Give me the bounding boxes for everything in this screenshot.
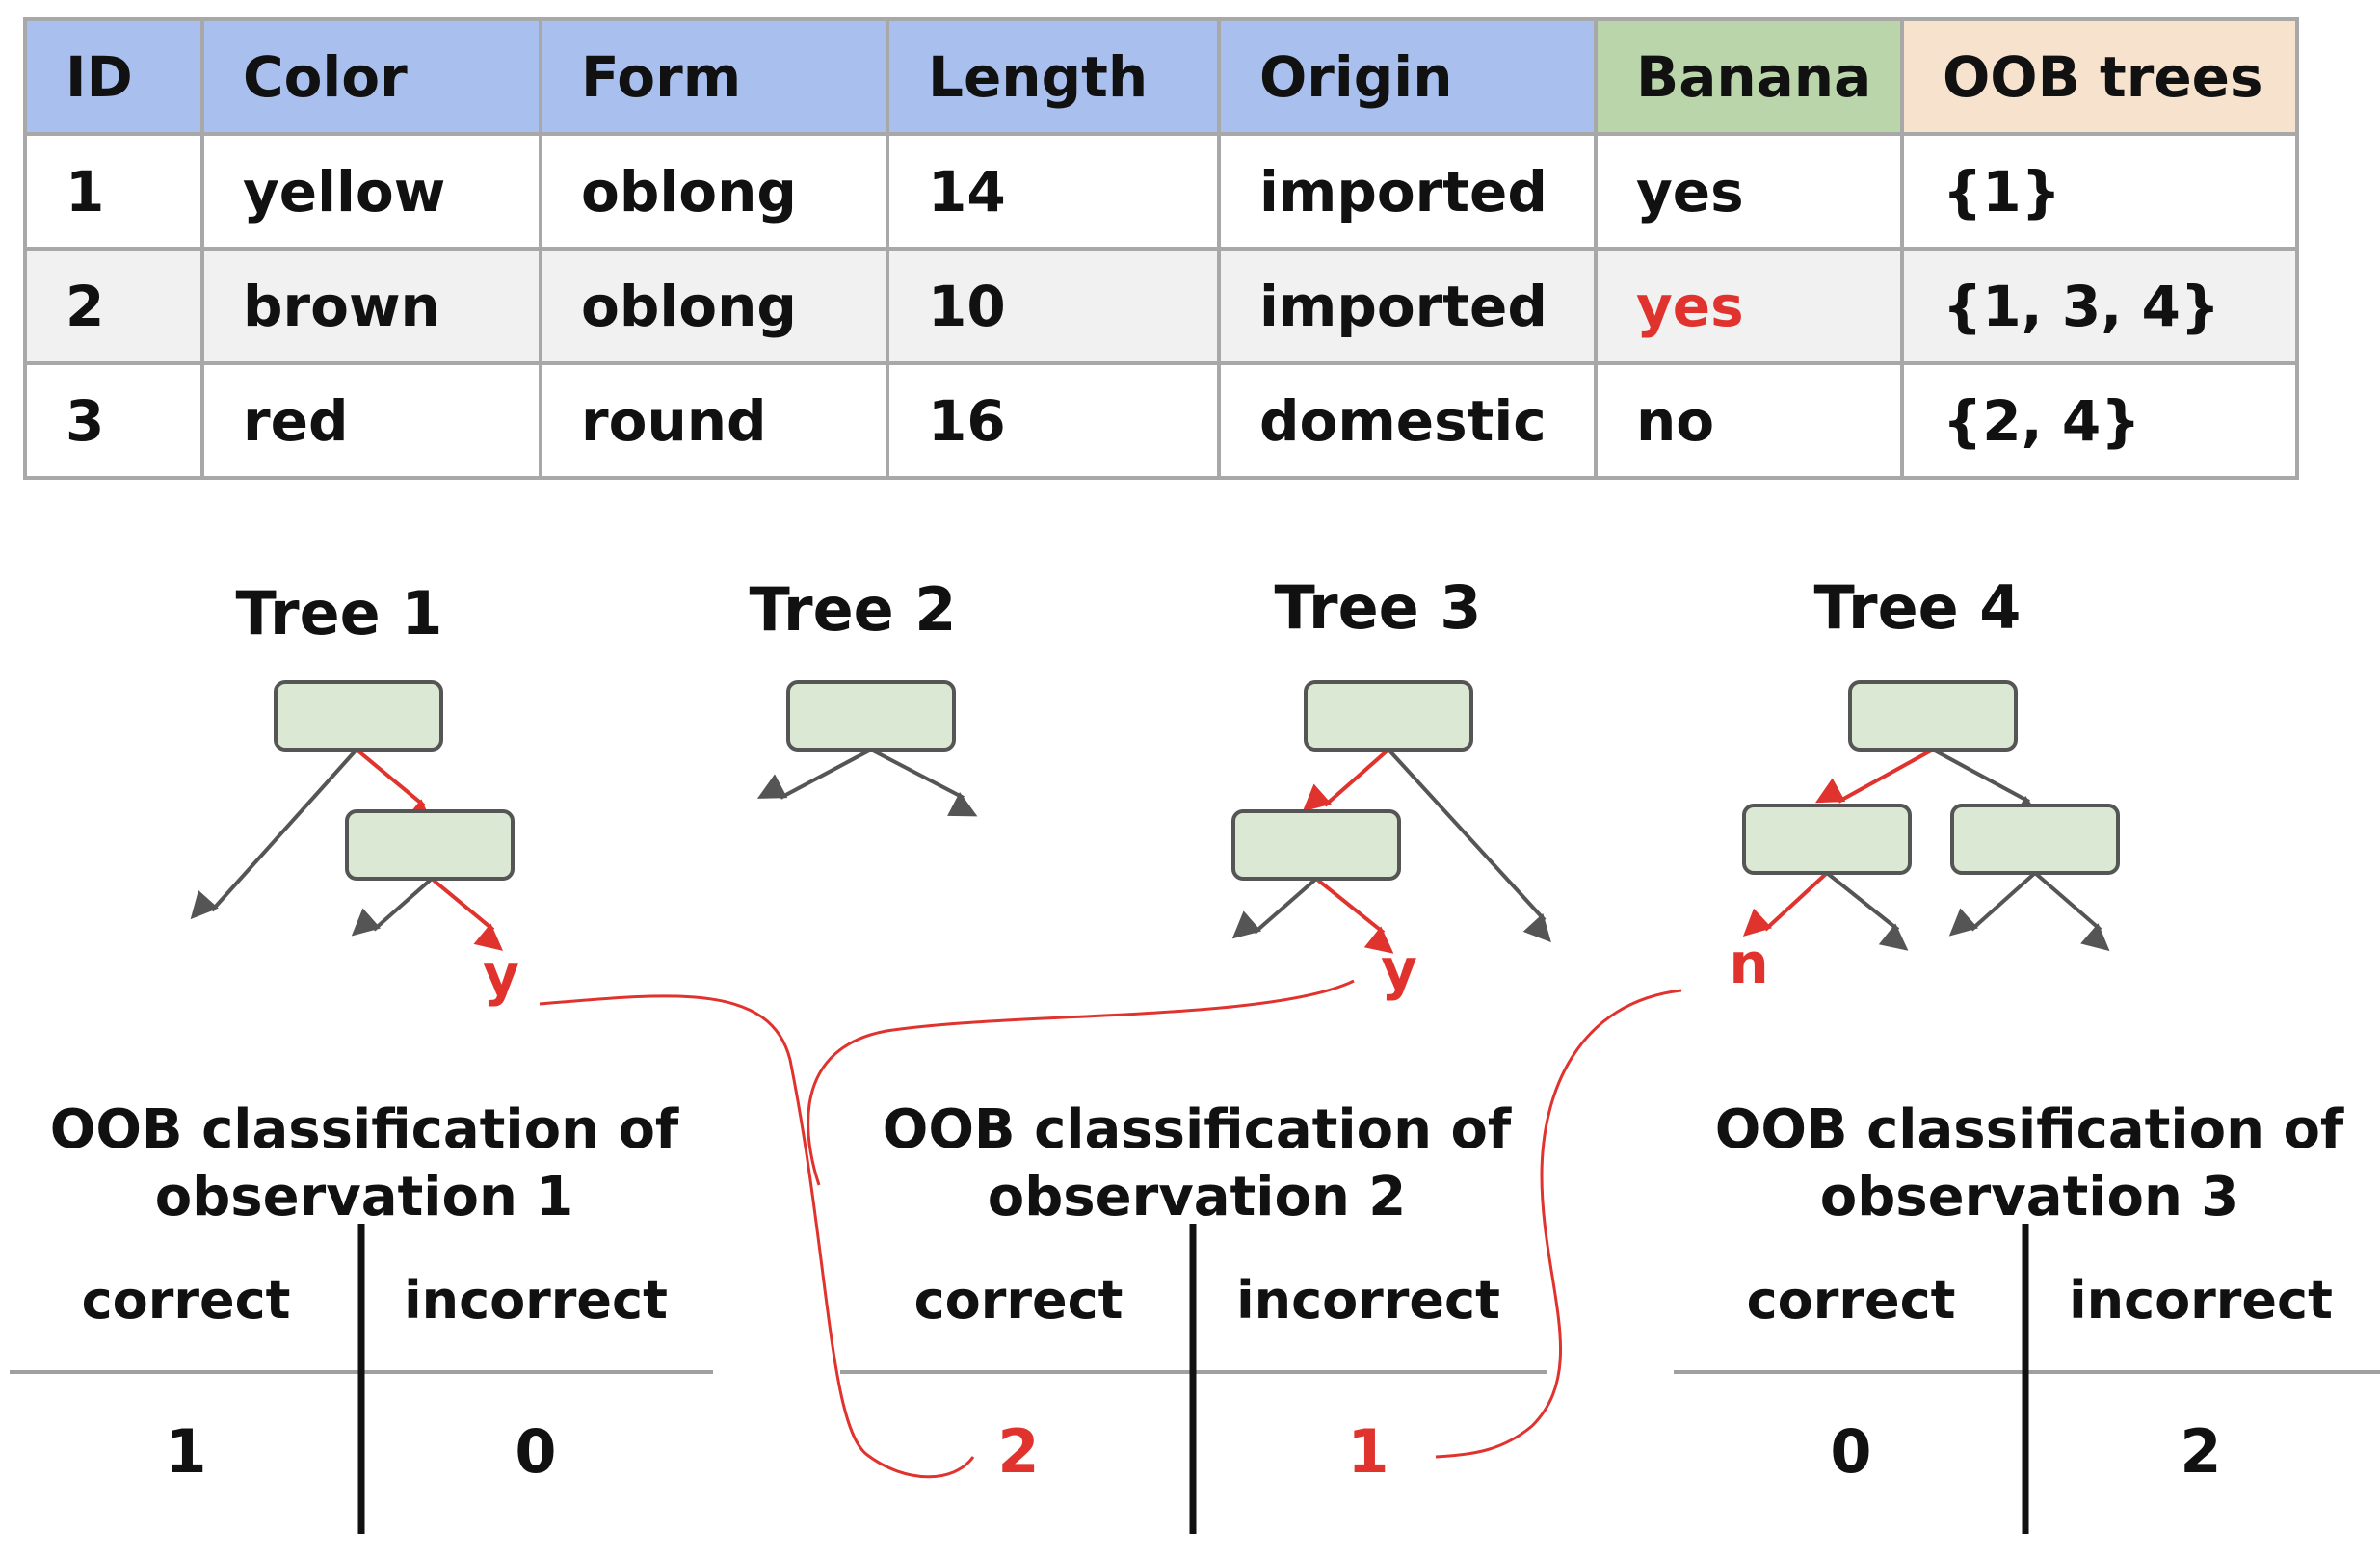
cell-length: 16 <box>886 361 1221 480</box>
cell-id: 3 <box>23 361 204 480</box>
panel-1-correct-count: 1 <box>165 1416 207 1487</box>
cell-length: 10 <box>886 247 1221 365</box>
header-oob-trees: OOB trees <box>1900 17 2299 136</box>
panel-2-correct-label: correct <box>913 1270 1124 1331</box>
cell-oob-trees: {2, 4} <box>1900 361 2299 480</box>
tree-3-title: Tree 3 <box>1274 572 1482 643</box>
cell-origin: imported <box>1217 132 1598 251</box>
data-table: ID Color Form Length Origin Banana OOB t… <box>23 17 2299 480</box>
panel-2-title-line1: OOB classification of <box>882 1098 1512 1161</box>
tree-2-root-node <box>786 680 956 752</box>
cell-id: 1 <box>23 132 204 251</box>
cell-origin: imported <box>1217 247 1598 365</box>
header-form: Form <box>539 17 889 136</box>
panel-2-incorrect-count: 1 <box>1347 1416 1389 1487</box>
table-row: 3 red round 16 domestic no {2, 4} <box>23 361 2299 480</box>
panel-3-incorrect-label: incorrect <box>2069 1270 2333 1331</box>
tree-4-edge <box>1948 871 2037 937</box>
header-id: ID <box>23 17 204 136</box>
tree-1-title: Tree 1 <box>235 578 443 648</box>
panel-1-incorrect-label: incorrect <box>404 1270 668 1331</box>
tree-3-edge <box>1231 877 1318 939</box>
panel-2-title: OOB classification of observation 2 <box>850 1096 1544 1231</box>
tree-2-edge <box>870 748 978 817</box>
cell-banana-highlighted: yes <box>1594 247 1904 365</box>
tree-1-edge-highlighted <box>430 877 504 951</box>
tree-4-edge-highlighted <box>1742 871 1829 937</box>
tree-4-left-node <box>1742 804 1912 875</box>
tree-4-root-node <box>1848 680 2018 752</box>
panel-3-correct-count: 0 <box>1830 1416 1872 1487</box>
tree-2 <box>756 680 978 817</box>
table-row: 2 brown oblong 10 imported yes {1, 3, 4} <box>23 247 2299 365</box>
panel-3-correct-label: correct <box>1746 1270 1956 1331</box>
panel-3-incorrect-count: 2 <box>2180 1416 2222 1487</box>
cell-form: oblong <box>539 247 889 365</box>
tally-dividers <box>10 1224 2380 1534</box>
cell-id: 2 <box>23 247 204 365</box>
tree-4-right-node <box>1950 804 2120 875</box>
tree-3-leaf-label: y <box>1381 937 1417 1002</box>
panel-1-title-line2: observation 1 <box>154 1166 574 1228</box>
cell-banana: no <box>1594 361 1904 480</box>
panel-1-incorrect-count: 0 <box>515 1416 557 1487</box>
panel-2-correct-count: 2 <box>997 1416 1040 1487</box>
tree-4-title: Tree 4 <box>1813 572 2022 643</box>
tree-3-root-node <box>1304 680 1473 752</box>
tree-3-edge <box>1387 748 1551 943</box>
tree-4-edge-highlighted <box>1814 748 1934 804</box>
tree-1 <box>190 680 515 951</box>
panel-2-title-line2: observation 2 <box>987 1166 1407 1228</box>
panel-1-title-line1: OOB classification of <box>49 1098 679 1161</box>
cell-form: oblong <box>539 132 889 251</box>
tree-4-edge <box>1825 871 1909 951</box>
tree-1-edge <box>190 748 358 920</box>
tree-3-edge-highlighted <box>1314 877 1394 954</box>
panel-1-correct-label: correct <box>81 1270 291 1331</box>
cell-color: red <box>200 361 542 480</box>
cell-color: brown <box>200 247 542 365</box>
tree-3-edge-highlighted <box>1302 748 1390 812</box>
tree-3-child-node <box>1231 809 1401 881</box>
tree-2-edge <box>756 748 872 800</box>
panel-3-title-line1: OOB classification of <box>1714 1098 2344 1161</box>
cell-color: yellow <box>200 132 542 251</box>
tree-1-root-node <box>274 680 443 752</box>
panel-1-title: OOB classification of observation 1 <box>17 1096 711 1231</box>
panel-3-title: OOB classification of observation 3 <box>1682 1096 2376 1231</box>
tree-1-edge-highlighted <box>355 748 435 827</box>
connector-tree4-to-obs2-incorrect <box>1435 989 1682 1459</box>
header-length: Length <box>886 17 1221 136</box>
tree-4-edge <box>1932 748 2044 821</box>
tree-2-title: Tree 2 <box>749 574 957 645</box>
tree-1-edge <box>351 877 434 937</box>
cell-banana: yes <box>1594 132 1904 251</box>
tree-4-edge <box>2033 871 2110 952</box>
tree-1-child-node <box>345 809 515 881</box>
cell-oob-trees: {1} <box>1900 132 2299 251</box>
header-origin: Origin <box>1217 17 1598 136</box>
connector-tree1-to-obs2-correct <box>539 994 975 1479</box>
panel-2-incorrect-label: incorrect <box>1236 1270 1500 1331</box>
header-banana: Banana <box>1594 17 1904 136</box>
panel-3-title-line2: observation 3 <box>1819 1166 2239 1228</box>
tree-3 <box>1231 680 1551 954</box>
table-row: 1 yellow oblong 14 imported yes {1} <box>23 132 2299 251</box>
tree-4 <box>1742 680 2120 952</box>
cell-form: round <box>539 361 889 480</box>
table-header-row: ID Color Form Length Origin Banana OOB t… <box>23 17 2299 136</box>
tree-1-leaf-label: y <box>483 942 519 1008</box>
header-color: Color <box>200 17 542 136</box>
cell-oob-trees: {1, 3, 4} <box>1900 247 2299 365</box>
connector-tree3-to-obs2-correct <box>807 979 1355 1186</box>
cell-origin: domestic <box>1217 361 1598 480</box>
tree-4-leaf-label: n <box>1729 931 1769 996</box>
cell-length: 14 <box>886 132 1221 251</box>
